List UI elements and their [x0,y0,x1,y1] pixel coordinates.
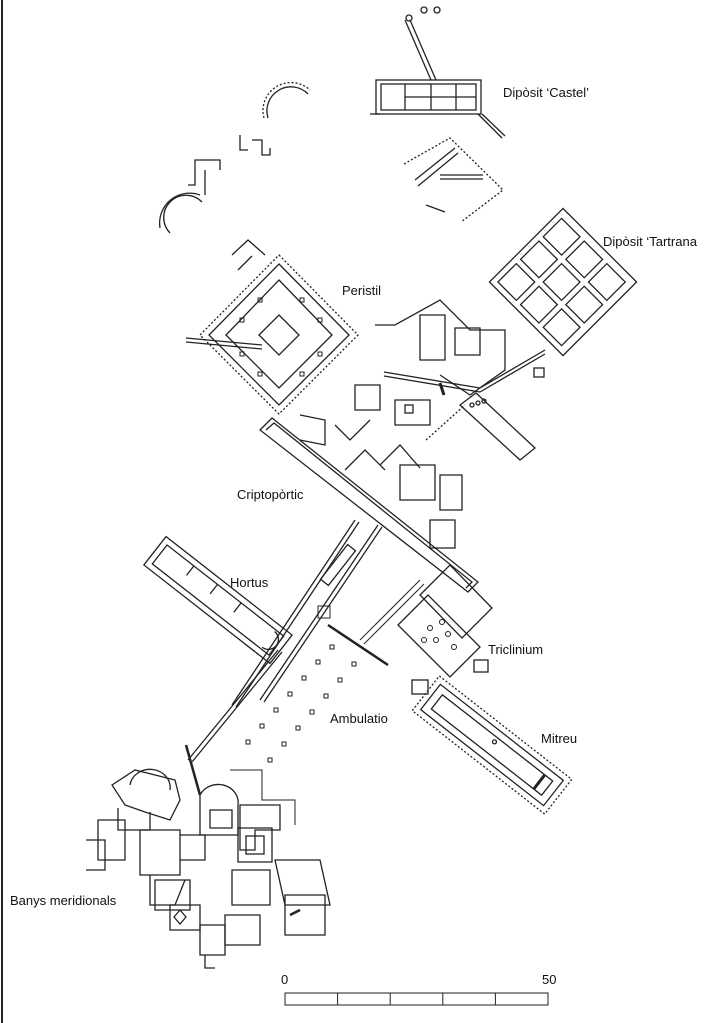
label-ambulatio: Ambulatio [330,711,388,726]
upper-left-ruins [158,81,311,234]
label-triclinium: Triclinium [488,642,544,657]
channels [184,519,383,796]
label-diposit-castel: Dipòsit ‘Castel’ [503,85,589,100]
peristil-plan [185,239,359,415]
diposit-castel-plan [370,6,506,223]
criptoportic-plan [259,414,479,593]
label-mitreu: Mitreu [541,731,578,746]
label-banys-meridionals: Banys meridionals [10,893,117,908]
scale-start-label: 0 [281,972,289,987]
label-diposit-tartrana: Dipòsit ‘Tartrana [603,234,697,249]
banys-meridionals-plan [86,768,331,969]
scale-bar [284,992,549,1006]
ambulatio-plan [230,579,425,825]
label-criptoportic: Criptopòrtic [237,487,304,502]
hortus-plan [142,535,294,665]
label-hortus: Hortus [230,575,269,590]
diposit-tartrana-plan [488,207,638,357]
triclinium-plan [397,564,493,695]
scale-end-label: 50 [542,972,557,987]
label-peristil: Peristil [342,283,382,298]
central-rooms-plan [354,299,546,461]
